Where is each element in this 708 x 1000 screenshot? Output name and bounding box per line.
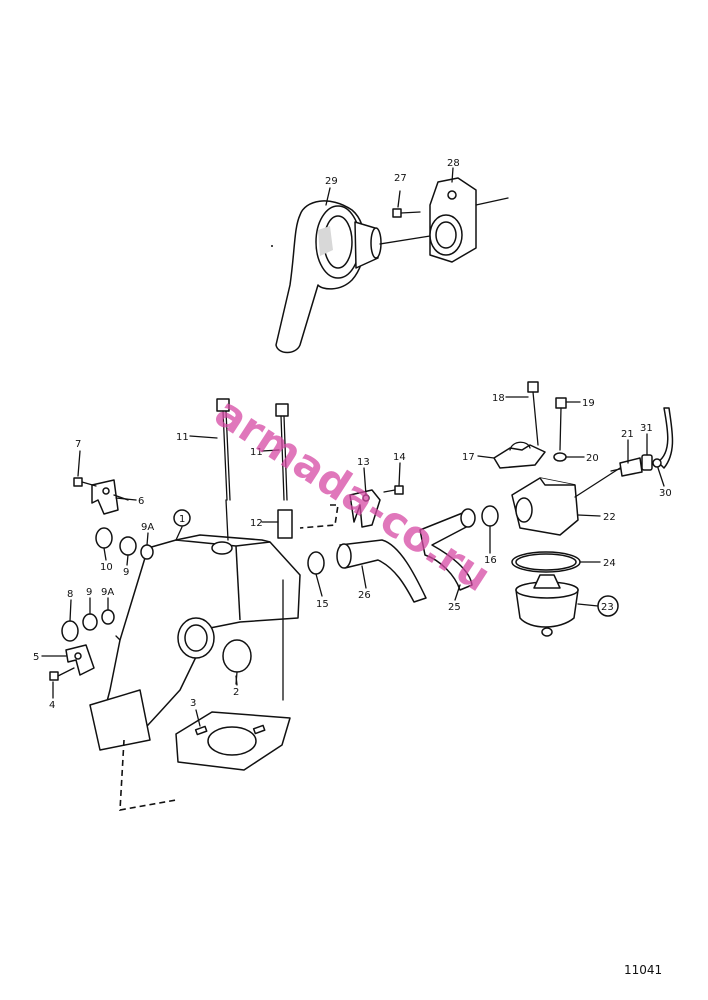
nut-part-31 <box>641 454 653 471</box>
flange-part-28 <box>429 177 477 263</box>
o-ring-part-15 <box>307 551 325 575</box>
thermostat-part-23 <box>515 574 579 637</box>
bolt-part-19 <box>555 397 567 451</box>
plug-part-8 <box>61 620 79 642</box>
hose-part-25 <box>419 508 476 591</box>
drawing-reference-number: 11041 <box>624 963 662 977</box>
callout-31: 31 <box>640 423 653 434</box>
callout-16: 16 <box>484 555 497 566</box>
callout-30: 30 <box>659 488 672 499</box>
screw-part-4 <box>49 667 75 681</box>
washer-part-9a-lower <box>101 609 115 625</box>
callout-23: 23 <box>601 602 614 613</box>
callout-1-circle <box>173 509 191 527</box>
sealing-ring-part-24 <box>511 551 581 573</box>
callout-21: 21 <box>621 429 634 440</box>
callout-22: 22 <box>603 512 616 523</box>
callout-11-right: 11 <box>250 447 263 458</box>
callout-6: 6 <box>138 496 144 507</box>
callout-26: 26 <box>358 590 371 601</box>
callout-17: 17 <box>462 452 475 463</box>
cable-part-30 <box>652 407 674 469</box>
callout-1: 1 <box>179 514 185 525</box>
gasket-part-3 <box>175 711 291 771</box>
o-ring-part-16 <box>481 505 499 527</box>
callout-27: 27 <box>394 173 407 184</box>
callout-5: 5 <box>33 652 39 663</box>
callout-8: 8 <box>67 589 73 600</box>
thermostat-housing-part-22 <box>511 477 579 536</box>
screw-part-27 <box>392 190 421 218</box>
bolt-part-11-right <box>275 403 289 501</box>
callout-24: 24 <box>603 558 616 569</box>
o-ring-part-2 <box>222 639 252 685</box>
callout-14: 14 <box>393 452 406 463</box>
callout-10: 10 <box>100 562 113 573</box>
callout-9a-upper: 9A <box>141 522 154 533</box>
callout-3: 3 <box>190 698 196 709</box>
callout-15: 15 <box>316 599 329 610</box>
callout-2: 2 <box>233 687 239 698</box>
clamp-part-6 <box>91 479 119 515</box>
exhaust-housing-part-1 <box>89 534 301 751</box>
callout-25: 25 <box>448 602 461 613</box>
plug-part-10-upper <box>95 527 113 549</box>
callout-9-upper: 9 <box>123 567 129 578</box>
washer-part-9a-upper <box>140 544 154 560</box>
callout-4: 4 <box>49 700 55 711</box>
callout-9a-lower: 9A <box>101 587 114 598</box>
washer-part-20 <box>553 452 567 462</box>
callout-13: 13 <box>357 457 370 468</box>
callout-7: 7 <box>75 439 81 450</box>
screw-part-7 <box>73 450 97 487</box>
washer-part-9-lower <box>82 613 98 631</box>
callout-20: 20 <box>586 453 599 464</box>
spacer-part-12 <box>277 509 293 539</box>
temperature-sender-part-21 <box>610 457 643 477</box>
speck <box>271 245 273 247</box>
callout-28: 28 <box>447 158 460 169</box>
callout-19: 19 <box>582 398 595 409</box>
callout-9-lower: 9 <box>86 587 92 598</box>
bolt-part-11-left <box>216 398 231 541</box>
callout-23-circle <box>597 595 619 617</box>
callout-12: 12 <box>250 518 263 529</box>
bolt-part-18 <box>527 381 539 446</box>
hose-part-26 <box>336 539 427 603</box>
callout-29: 29 <box>325 176 338 187</box>
callout-18: 18 <box>492 393 505 404</box>
clamp-part-5 <box>65 644 95 676</box>
bracket-part-17 <box>493 441 546 469</box>
exhaust-elbow-part-29 <box>275 200 382 354</box>
callout-11-left: 11 <box>176 432 189 443</box>
washer-part-9-upper <box>119 536 137 556</box>
